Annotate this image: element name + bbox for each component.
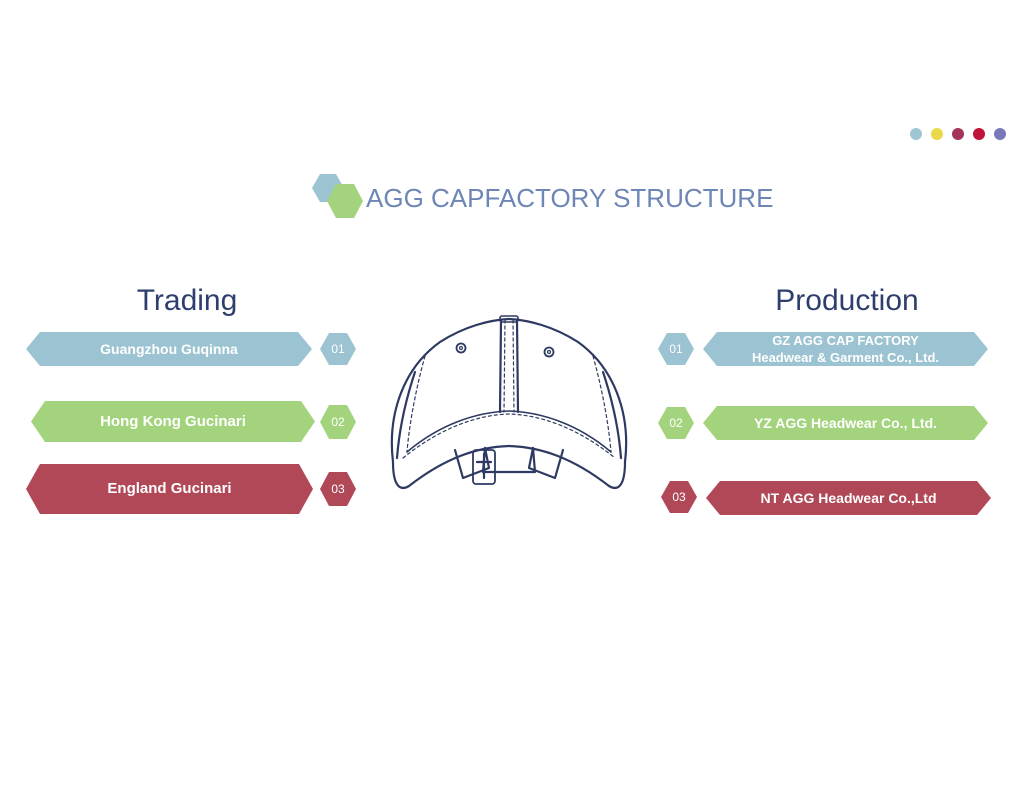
production-item-label: YZ AGG Headwear Co., Ltd.: [753, 415, 938, 431]
trading-heading: Trading: [136, 284, 238, 317]
trading-item-label: Guangzhou Guqinna: [100, 341, 238, 357]
trading-item-label: England Gucinari: [107, 480, 232, 497]
production-item-1: GZ AGG CAP FACTORY Headwear & Garment Co…: [703, 332, 988, 366]
trading-number-1: 01: [320, 333, 356, 365]
production-number-3: 03: [661, 481, 697, 513]
trading-item-label: Hong Kong Gucinari: [100, 412, 246, 430]
trading-number-2: 02: [320, 405, 356, 439]
dot-2: [931, 128, 943, 140]
production-item-label: GZ AGG CAP FACTORY Headwear & Garment Co…: [751, 333, 940, 365]
color-dots: [910, 128, 1014, 144]
dot-5: [994, 128, 1006, 140]
page-title: AGG CAPFACTORY STRUCTURE: [366, 183, 774, 213]
production-item-3: NT AGG Headwear Co.,Ltd: [706, 481, 991, 515]
dot-1: [910, 128, 922, 140]
trading-item-1: Guangzhou Guqinna: [26, 332, 312, 366]
production-item-2: YZ AGG Headwear Co., Ltd.: [703, 406, 988, 440]
baseball-cap-icon: [390, 315, 628, 489]
production-number-2: 02: [658, 407, 694, 439]
hexagon-title-icon: [312, 174, 363, 218]
trading-item-2: Hong Kong Gucinari: [31, 401, 315, 442]
trading-number-3: 03: [320, 472, 356, 506]
dot-3: [952, 128, 964, 140]
production-number-1: 01: [658, 333, 694, 365]
production-heading: Production: [775, 284, 919, 317]
production-item-label: NT AGG Headwear Co.,Ltd: [760, 490, 937, 506]
dot-4: [973, 128, 985, 140]
trading-item-3: England Gucinari: [26, 464, 313, 514]
